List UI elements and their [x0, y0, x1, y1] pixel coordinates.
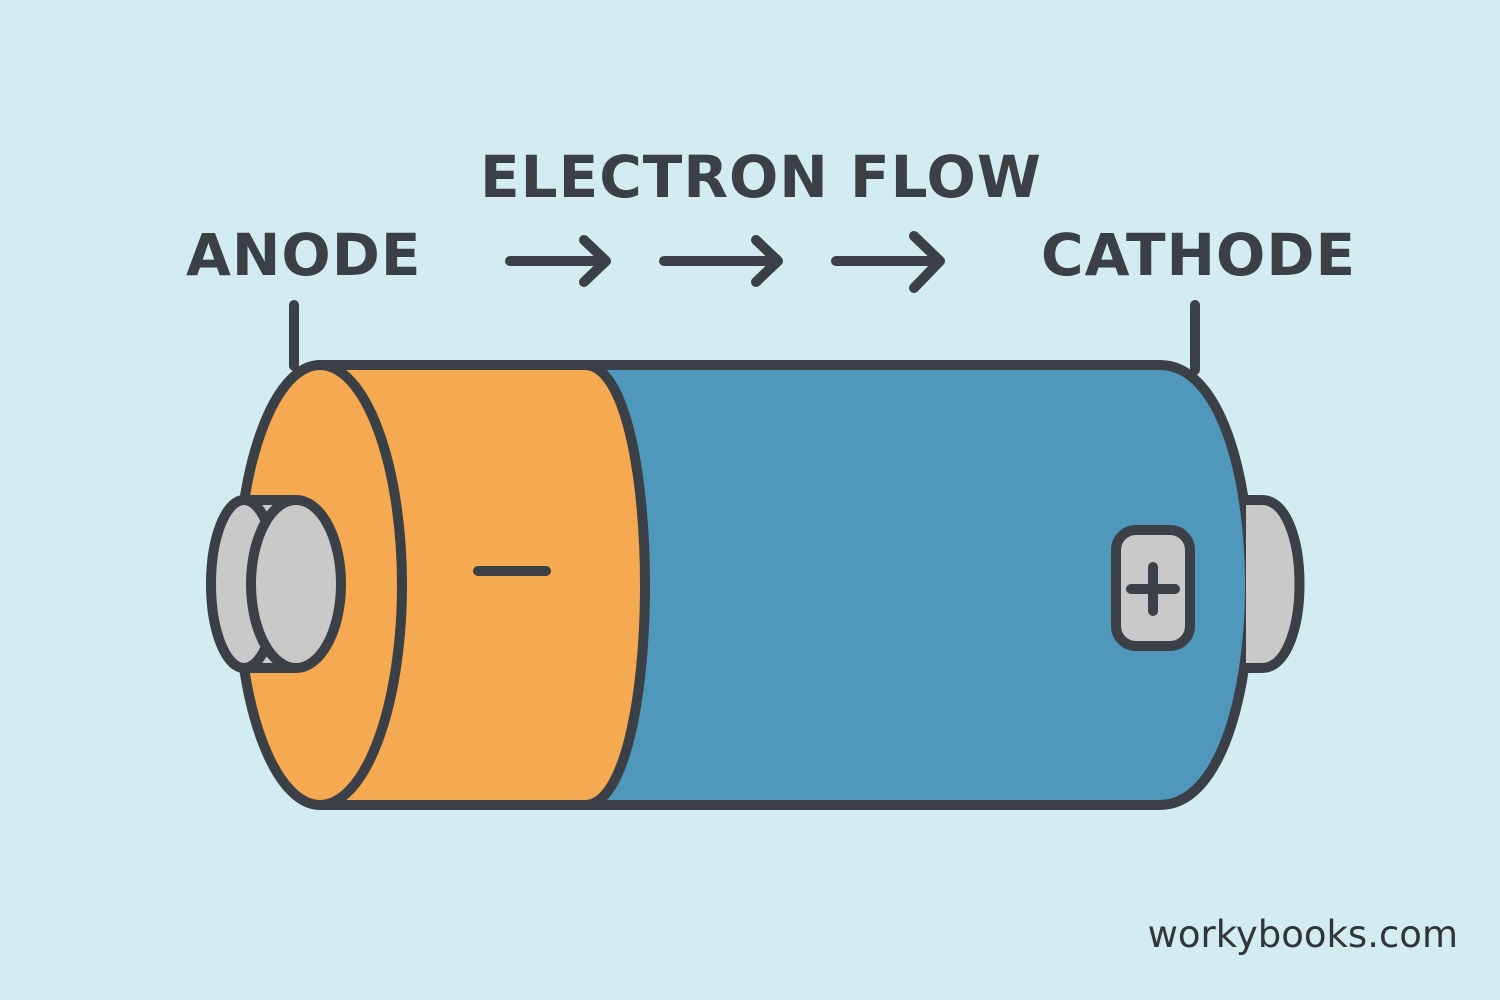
- cathode-label: CATHODE: [1041, 221, 1357, 289]
- arrow-right-icon: [659, 235, 783, 287]
- anode-label: ANODE: [186, 221, 422, 289]
- arrow-right-icon: [505, 235, 611, 287]
- plus-icon: [1111, 525, 1195, 651]
- anode-body: [315, 360, 650, 810]
- watermark-text: workybooks.com: [1147, 913, 1458, 956]
- negative-terminal: [206, 495, 346, 673]
- diagram-title: ELECTRON FLOW: [480, 143, 1042, 211]
- positive-terminal: [1246, 495, 1305, 673]
- arrow-right-icon: [831, 231, 945, 293]
